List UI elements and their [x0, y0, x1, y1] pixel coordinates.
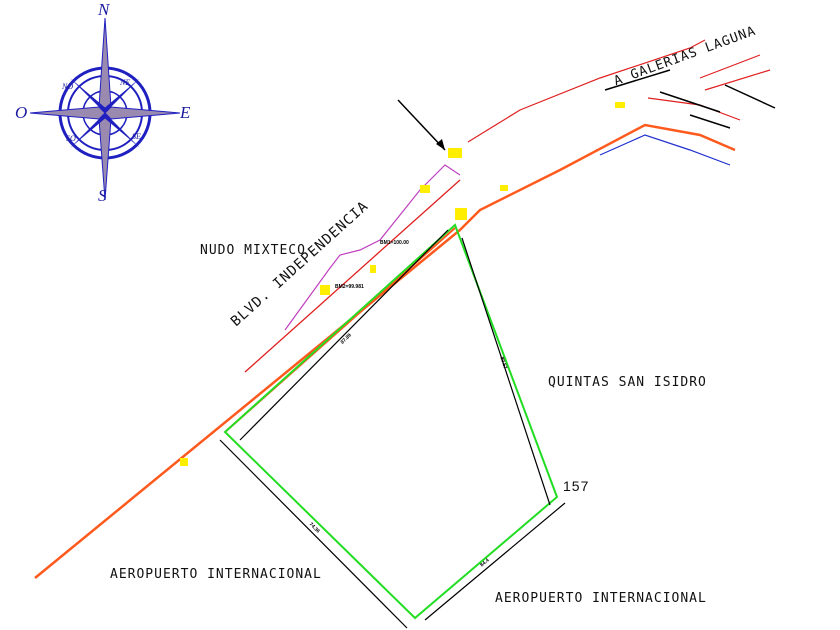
compass-south-label: S: [98, 186, 107, 205]
aeropuerto-left-label: AEROPUERTO INTERNACIONAL: [110, 567, 322, 582]
compass-se-label: SE: [132, 132, 141, 141]
compass-so-label: SO: [66, 134, 76, 143]
quintas-san-isidro-label: QUINTAS SAN ISIDRO: [548, 375, 707, 390]
compass-east-label: E: [180, 103, 191, 122]
point-157-label: 157: [563, 478, 590, 494]
compass-west-label: O: [15, 103, 28, 122]
compass-no-label: NO: [62, 82, 74, 91]
nudo-mixteco-label: NUDO MIXTECO: [200, 243, 306, 258]
compass-north-label: N: [98, 0, 110, 19]
compass-rose-icon: [29, 17, 181, 201]
bm2-label: BM2=99.981: [335, 284, 364, 290]
aeropuerto-right-label: AEROPUERTO INTERNACIONAL: [495, 591, 707, 606]
lot-boundary: [223, 223, 559, 620]
bm1-label: BM1=100.00: [380, 240, 409, 246]
compass-ne-label: NE: [120, 78, 131, 87]
